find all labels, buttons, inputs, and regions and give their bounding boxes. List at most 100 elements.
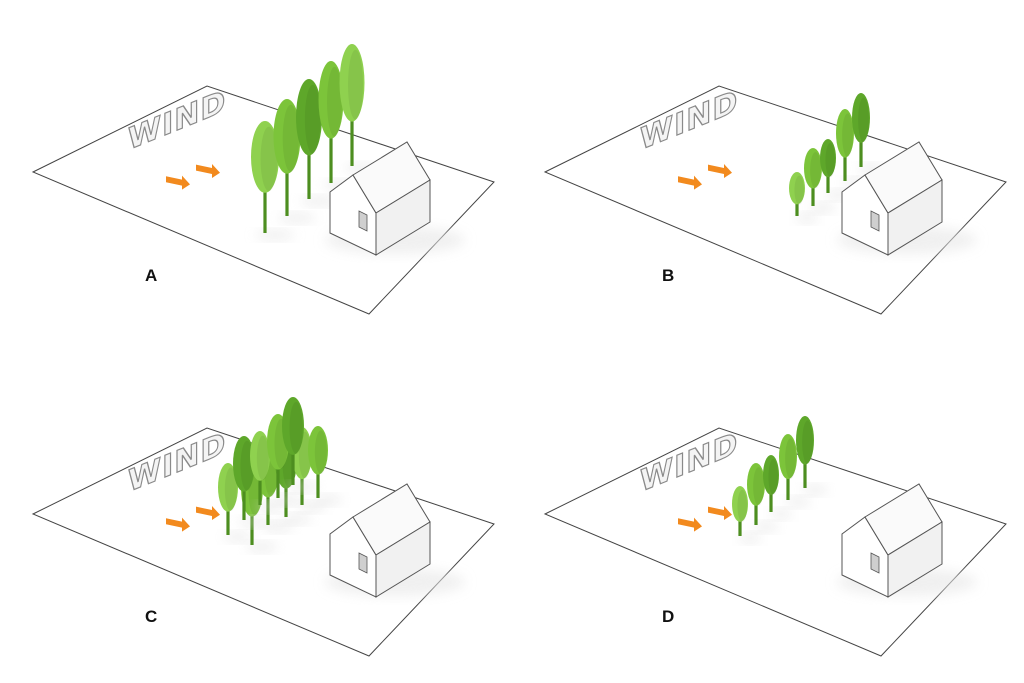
site-plot-outline [31,85,495,315]
house [837,141,977,256]
tree-3 [296,79,338,206]
wind-label-group: WIND [127,83,226,159]
wind-arrow-icon [166,175,190,190]
site-plot-outline [31,427,495,657]
tree-2 [747,463,779,532]
wind-label: WIND [128,83,226,157]
house-window [870,552,880,574]
tree-group [251,44,380,240]
tree-3 [763,455,793,519]
scene-label: A [145,266,157,285]
house [325,141,465,256]
tree-10 [308,426,342,505]
tree-crown [804,148,822,189]
site-plot-outline [543,85,1007,315]
tree-9 [282,397,319,492]
wind-arrows [678,506,732,532]
scene-d: WIND D [543,416,1007,657]
tree-trunk [769,488,773,512]
house-side-wall [375,179,431,256]
wind-arrow-icon [708,506,732,521]
tree-crown [308,426,328,475]
tree-group [732,416,828,543]
wind-label: WIND [640,425,738,499]
tree-crown [779,434,797,480]
tree-5 [796,416,828,495]
tree-crown [732,486,748,522]
tree-trunk [843,151,847,181]
tree-group [789,93,884,223]
tree-trunk [795,198,799,216]
tree-crown [836,109,854,158]
tree-crown [250,431,270,481]
tree-1 [251,120,295,240]
tree-crown [747,463,765,506]
house-window [870,210,880,232]
tree-trunk [307,149,311,199]
wind-arrow-icon [196,164,220,179]
tree-trunk [350,115,354,166]
scene-label: B [662,266,674,285]
tree-crown [820,139,836,178]
tree-5 [852,93,884,174]
tree-5 [339,44,380,173]
tree-trunk [258,474,262,505]
tree-crown [852,93,870,143]
wind-arrows [678,164,732,190]
scene-label: C [145,607,157,626]
tree-trunk [226,505,230,535]
wind-label-group: WIND [639,425,738,501]
house-side-wall [887,179,943,256]
tree-trunk [738,515,742,536]
tree-trunk [786,473,790,500]
tree-1 [732,486,762,543]
tree-2 [804,148,836,213]
scene-label: D [662,607,674,626]
wind-arrows [166,164,220,190]
house-window [358,552,368,574]
tree-crown [339,44,365,122]
wind-label: WIND [640,83,738,157]
tree-1 [789,172,819,223]
house-side-wall [887,521,943,598]
tree-group [218,397,342,552]
site-plot-outline [543,427,1007,657]
tree-crown [218,463,238,512]
tree-trunk [250,510,254,545]
scene-c: WIND C [31,397,495,657]
wind-arrow-icon [678,175,702,190]
tree-4 [779,434,811,507]
tree-trunk [803,458,807,488]
tree-crown [318,61,344,139]
tree-crown [763,455,779,495]
tree-trunk [263,186,267,233]
house [325,483,465,598]
tree-trunk [826,171,830,193]
wind-label-group: WIND [639,83,738,159]
tree-crown [789,172,805,205]
tree-trunk [276,463,280,498]
tree-trunk [811,182,815,206]
wind-arrow-icon [708,164,732,179]
tree-crown [251,120,279,193]
tree-trunk [329,132,333,183]
tree-trunk [285,167,289,216]
tree-1 [218,463,252,542]
wind-arrow-icon [196,506,220,521]
tree-trunk [754,499,758,525]
house [837,483,977,598]
house-window [358,210,368,232]
scene-b: WIND B [543,83,1007,315]
tree-trunk [859,136,863,167]
tree-crown [296,79,322,156]
tree-5 [250,431,284,512]
wind-arrows [166,506,220,532]
tree-crown [233,436,255,492]
tree-trunk [291,448,295,485]
wind-arrow-icon [166,517,190,532]
tree-4 [318,61,359,190]
tree-trunk [242,485,246,520]
wind-arrow-icon [678,517,702,532]
tree-crown [273,99,301,174]
